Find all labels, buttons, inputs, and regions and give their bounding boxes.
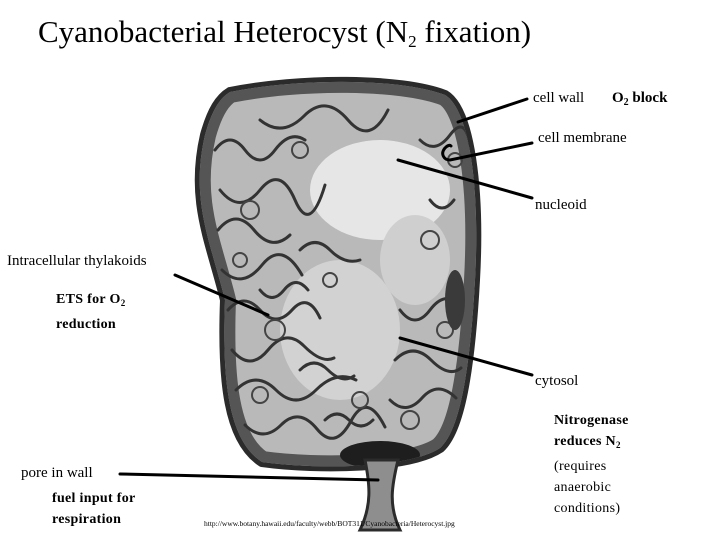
note-ets: ETS for O2 reduction (56, 289, 126, 335)
pointer-pore (118, 472, 380, 482)
nitrogenase-line4: anaerobic (554, 480, 612, 495)
o2-block-tail: block (628, 90, 668, 106)
nitrogenase-line2-subscript: 2 (615, 440, 621, 450)
label-cell-wall: cell wall (533, 90, 585, 106)
ets-line1-main: ETS for O (56, 292, 121, 307)
fuel-line1: fuel input for (52, 491, 136, 506)
pointer-cell-membrane (441, 141, 534, 162)
image-credit: http://www.botany.hawaii.edu/faculty/web… (204, 519, 455, 528)
label-cell-membrane: cell membrane (538, 130, 627, 146)
pointer-cell-wall (456, 97, 529, 124)
pointer-cytosol (398, 336, 534, 377)
label-cytosol: cytosol (535, 373, 579, 389)
label-o2-block: O2 block (612, 90, 667, 108)
nitrogenase-line2-main: reduces N (554, 434, 616, 449)
note-fuel: fuel input for respiration (52, 488, 136, 530)
nitrogenase-line1: Nitrogenase (554, 413, 629, 428)
nitrogenase-line2: reduces N2 (554, 431, 629, 456)
pointer-lines (118, 97, 534, 482)
title-subscript: 2 (408, 32, 417, 51)
note-ets-line2: reduction (56, 317, 116, 332)
title-tail: fixation) (416, 14, 532, 49)
title-main: Cyanobacterial Heterocyst (N (38, 14, 409, 49)
label-pore: pore in wall (21, 465, 93, 481)
pointer-thylakoids (173, 273, 270, 317)
fuel-line2: respiration (52, 512, 122, 527)
o2-block-subscript: 2 (623, 97, 629, 108)
pointer-nucleoid (396, 158, 534, 200)
nitrogenase-line3: (requires (554, 459, 607, 474)
slide-title: Cyanobacterial Heterocyst (N2 fixation) (38, 14, 531, 52)
ets-line1-subscript: 2 (120, 298, 126, 308)
label-thylakoids: Intracellular thylakoids (7, 253, 147, 269)
label-nucleoid: nucleoid (535, 197, 587, 213)
pore-neck (357, 458, 403, 532)
o2-block-main: O (612, 90, 624, 106)
note-ets-line1: ETS for O2 (56, 289, 126, 314)
nitrogenase-line5: conditions) (554, 501, 621, 516)
note-nitrogenase: Nitrogenase reduces N2 (requires anaerob… (554, 410, 629, 519)
